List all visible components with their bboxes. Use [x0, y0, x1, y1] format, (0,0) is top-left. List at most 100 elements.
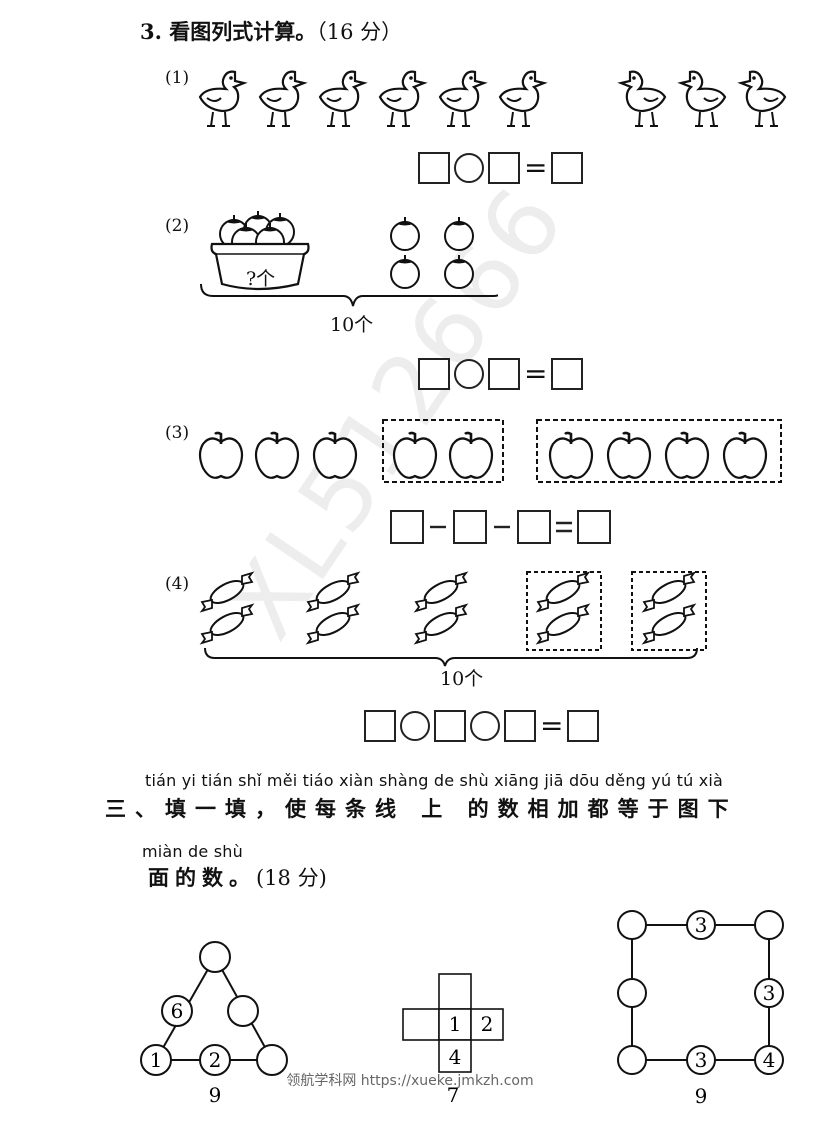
- triangle-node[interactable]: [227, 995, 259, 1027]
- square-node[interactable]: [617, 1045, 647, 1075]
- apple-icon: [548, 431, 594, 480]
- equation-1: =: [418, 151, 584, 184]
- brace-total-label: 10个: [330, 314, 374, 336]
- square-puzzle: 3 3 3 4 9: [617, 910, 784, 1108]
- question-number: 3.: [140, 19, 162, 44]
- apple-icon: [606, 431, 652, 480]
- equation-3: [390, 510, 616, 550]
- square-node[interactable]: [617, 910, 647, 940]
- operator-circle[interactable]: [454, 359, 484, 389]
- answer-box[interactable]: [504, 710, 536, 742]
- section-3-heading-line2: 面的数。(18 分): [148, 862, 327, 892]
- apple-icon: [198, 431, 244, 480]
- equation-4: =: [364, 709, 600, 742]
- basket-illustration: [200, 210, 498, 307]
- apple-icon: [392, 431, 438, 480]
- equation-2: =: [418, 357, 584, 390]
- section-3-pinyin-line1: tián yi tián shǐ měi tiáo xiàn shàng de …: [145, 771, 724, 790]
- triangle-node[interactable]: [256, 1044, 288, 1076]
- question-text: 看图列式计算。: [169, 19, 317, 44]
- triangle-puzzle: 6 1 2 9: [140, 941, 288, 1107]
- chicks-illustration: [198, 70, 800, 128]
- section-3-score: (18 分): [256, 866, 327, 890]
- apple-icon: [312, 431, 358, 480]
- candy-icon: [643, 572, 695, 612]
- cross-cell[interactable]: [470, 1008, 504, 1041]
- triangle-node-value: 1: [150, 1048, 163, 1072]
- footer-source: 领航学科网 https://xueke.jmkzh.com: [286, 1073, 534, 1089]
- dashed-group-box: [631, 571, 707, 651]
- candy-icon: [537, 572, 589, 612]
- square-node[interactable]: 3: [754, 978, 784, 1008]
- cross-cell-value: 2: [481, 1012, 494, 1036]
- square-node[interactable]: 3: [686, 910, 716, 940]
- part-2-label: (2): [165, 216, 190, 236]
- section-3-heading-text: 面的数。: [148, 866, 256, 890]
- dashed-group-box: [536, 419, 782, 483]
- question-score: （16 分）: [316, 20, 403, 44]
- triangle-node[interactable]: 1: [140, 1044, 172, 1076]
- cross-cell[interactable]: [438, 973, 472, 1010]
- answer-box[interactable]: [434, 710, 466, 742]
- candy-icon: [415, 604, 467, 644]
- dashed-group-box: [526, 571, 602, 651]
- triangle-node[interactable]: [199, 941, 231, 973]
- chick-icon: [318, 70, 366, 128]
- persimmon-icon: [444, 216, 474, 251]
- answer-box[interactable]: [418, 152, 450, 184]
- chick-icon: [378, 70, 426, 128]
- persimmon-icon: [390, 254, 420, 289]
- cross-cell[interactable]: [402, 1008, 440, 1041]
- square-node-value: 3: [695, 913, 708, 937]
- persimmon-icon: [444, 254, 474, 289]
- equals-sign: =: [540, 709, 564, 742]
- answer-box[interactable]: [488, 152, 520, 184]
- answer-box[interactable]: [418, 358, 450, 390]
- answer-box[interactable]: [364, 710, 396, 742]
- apples-illustration: [198, 419, 782, 483]
- part-3-label: (3): [165, 423, 190, 443]
- apple-icon: [664, 431, 710, 480]
- cross-puzzle: 1 2 4 7: [402, 973, 504, 1107]
- candy-icon: [201, 604, 253, 644]
- apple-icon: [722, 431, 768, 480]
- chick-icon: [438, 70, 486, 128]
- answer-box[interactable]: [567, 710, 600, 742]
- cross-target: 7: [447, 1083, 460, 1107]
- answer-box[interactable]: [551, 152, 584, 184]
- operator-circle[interactable]: [400, 711, 430, 741]
- basket-unknown-label: ?个: [246, 268, 276, 290]
- apple-icon: [254, 431, 300, 480]
- square-target: 9: [695, 1084, 708, 1108]
- square-node-value: 3: [763, 981, 776, 1005]
- equals-sign: =: [524, 151, 548, 184]
- section-3-pinyin-line2: miàn de shù: [142, 842, 243, 861]
- triangle-target: 9: [209, 1083, 222, 1107]
- operator-circle[interactable]: [470, 711, 500, 741]
- question-3-title: 3. 看图列式计算。（16 分）: [140, 16, 402, 46]
- square-node[interactable]: 3: [686, 1045, 716, 1075]
- chick-icon: [621, 72, 665, 126]
- triangle-node[interactable]: 2: [199, 1044, 231, 1076]
- part-1-label: (1): [165, 68, 190, 88]
- square-node[interactable]: [617, 978, 647, 1008]
- operator-circle[interactable]: [454, 153, 484, 183]
- triangle-node[interactable]: 6: [161, 995, 193, 1027]
- part-4-label: (4): [165, 574, 190, 594]
- square-node[interactable]: 4: [754, 1045, 784, 1075]
- candy-icon: [537, 604, 589, 644]
- dashed-group-box: [382, 419, 504, 483]
- persimmon-icon: [390, 216, 420, 251]
- equals-sign: =: [524, 357, 548, 390]
- square-node-value: 4: [763, 1048, 776, 1072]
- chick-icon: [198, 70, 246, 128]
- cross-cell-value: 1: [449, 1012, 462, 1036]
- section-3-heading-line1: 三、填一填，使每条线 上 的数相加都等于图下: [105, 797, 738, 821]
- cross-cell[interactable]: [438, 1039, 472, 1073]
- chick-icon: [498, 70, 546, 128]
- square-node[interactable]: [754, 910, 784, 940]
- answer-box[interactable]: [551, 358, 584, 390]
- cross-cell-value: 4: [449, 1045, 462, 1069]
- equation-3-figure: [390, 510, 611, 544]
- answer-box[interactable]: [488, 358, 520, 390]
